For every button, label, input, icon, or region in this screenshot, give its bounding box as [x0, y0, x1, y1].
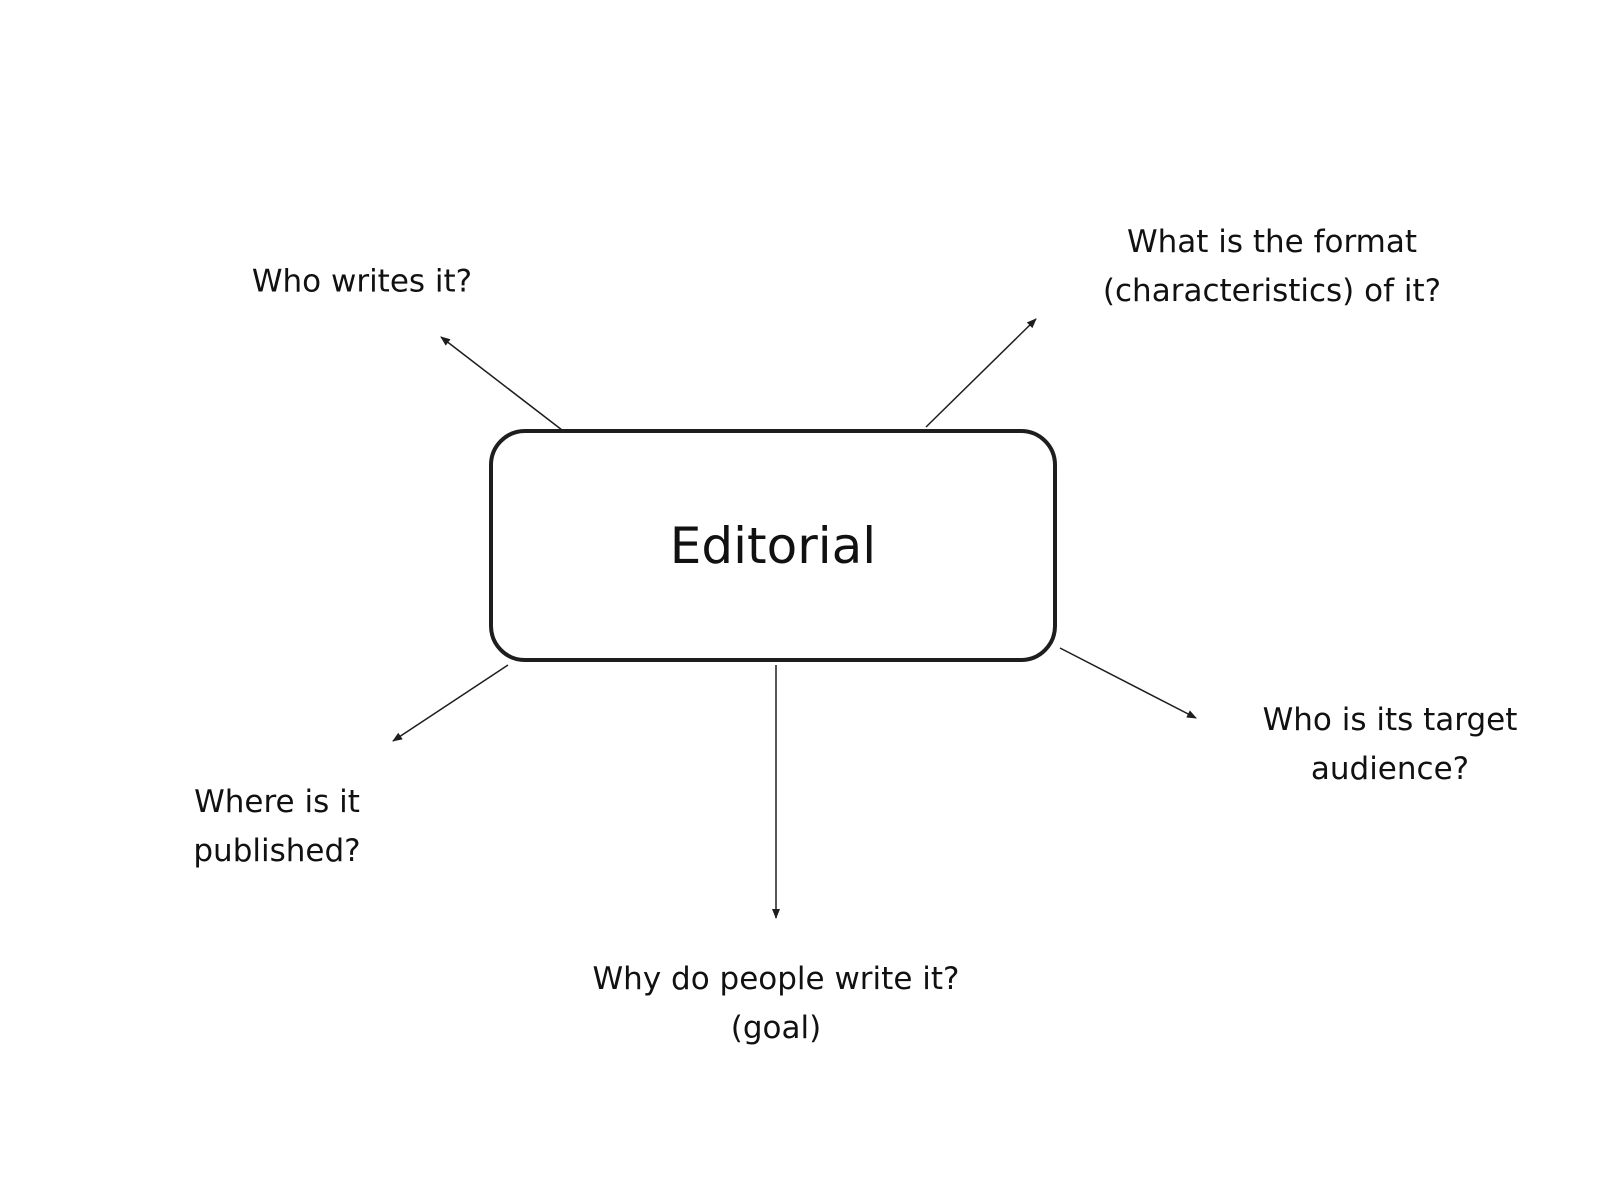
central-topic-node[interactable]: Editorial	[489, 429, 1057, 662]
node-text: (characteristics) of it?	[1102, 273, 1442, 309]
arrow-format	[925, 318, 1037, 428]
arrow-who-writes	[440, 336, 563, 431]
central-topic-label: Editorial	[669, 516, 877, 575]
node-text: (goal)	[730, 1010, 822, 1046]
node-why[interactable]: Why do people write it? (goal)	[593, 955, 960, 1053]
node-format[interactable]: What is the format (characteristics) of …	[1103, 218, 1441, 316]
node-text: audience?	[1310, 751, 1470, 787]
arrow-audience	[1059, 647, 1197, 719]
node-text: published?	[193, 833, 361, 869]
node-audience[interactable]: Who is its target audience?	[1263, 696, 1518, 794]
arrow-where	[392, 664, 509, 742]
node-text: Where is it	[194, 784, 360, 820]
node-text: Who writes it?	[251, 263, 473, 300]
node-where[interactable]: Where is it published?	[193, 778, 360, 876]
node-who-writes[interactable]: Who writes it?	[252, 258, 472, 307]
node-text: What is the format	[1126, 224, 1418, 260]
node-text: Why do people write it?	[592, 961, 960, 997]
node-text: Who is its target	[1262, 702, 1518, 738]
